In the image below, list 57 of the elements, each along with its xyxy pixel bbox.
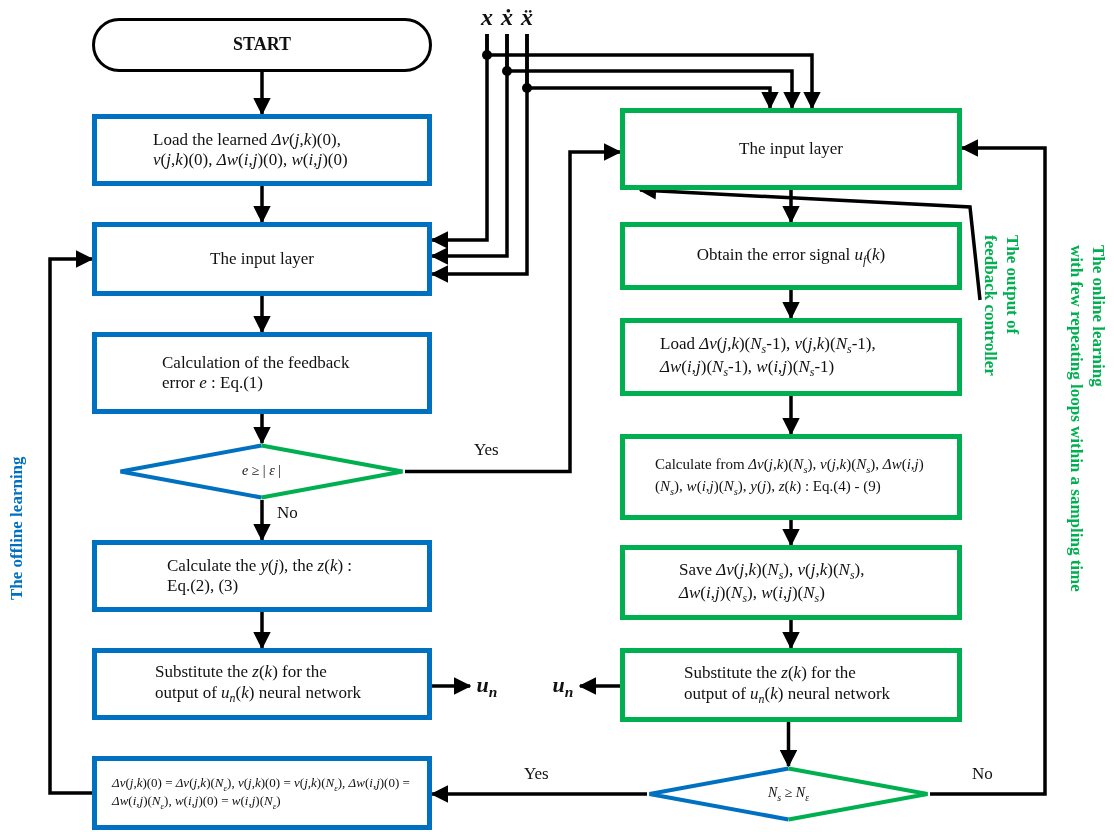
node-text: Calculation of the feedback error e : Eq.(1)	[162, 352, 351, 394]
terminal-box	[92, 18, 432, 72]
arrow	[779, 722, 798, 768]
process-box	[620, 545, 962, 620]
arrow	[405, 143, 622, 474]
arrow	[253, 296, 271, 334]
arrow	[253, 414, 271, 445]
decision-diamond	[118, 443, 405, 500]
node-text: N$_{s}$ ≥ N$_{ε}$	[767, 784, 810, 804]
process-box	[92, 332, 432, 414]
signal-label: u$_{n}$	[546, 668, 580, 704]
process-box	[620, 318, 962, 396]
node-text: START	[232, 34, 292, 56]
node-text: Load Δv(j,k)(N$_{s}$-1), v(j,k)(N$_{s}$-1), Δw(i,j)(N$_{s}$-1), w(i,j)(N$_{s}$-1)	[660, 334, 877, 380]
node-text: Substitute the z(k) for the output of u$_{n}$(k) neural network	[155, 662, 363, 706]
process-box	[92, 648, 432, 720]
arrow	[253, 186, 271, 224]
node-text: e ≥ | ε |	[241, 463, 282, 480]
process-box	[92, 756, 432, 830]
arrow	[782, 190, 800, 224]
node-text: Obtain the error signal u$_{f}$(k)	[696, 244, 886, 268]
arrow	[253, 500, 271, 542]
arrow	[430, 785, 647, 803]
section-label: with few repeating loops within a sampling time	[1066, 245, 1088, 594]
arrow	[782, 520, 800, 547]
node-text: The input layer	[739, 138, 843, 160]
node-text: Δv(j,k)(0) = Δv(j,k)(N$_{ε}$), v(j,k)(0) = v(j,k)(N$_{ε}$), Δw(i,j)(0) = Δw(i,j)(N$_{ε}$), w(i,j)(0) = w(i,j)(N$_{ε}$)	[112, 774, 411, 812]
arrow	[930, 139, 1047, 796]
arrow	[782, 620, 800, 650]
arrow	[432, 677, 472, 695]
signal-label: ẋ	[497, 0, 517, 34]
process-box	[92, 114, 432, 186]
arrow	[782, 396, 800, 436]
decision-diamond	[647, 766, 930, 822]
process-box	[620, 648, 962, 722]
arrow	[782, 290, 800, 320]
node-text: Calculate the y(j), the z(k) : Eq.(2), (3)	[167, 555, 354, 597]
signal-label: ẍ	[516, 0, 538, 34]
annotation-label: The output of feedback controller	[980, 235, 1023, 393]
process-box	[92, 222, 432, 296]
process-box	[620, 434, 962, 520]
node-text: Save Δv(j,k)(N$_{s}$), v(j,k)(N$_{s}$), Δw(i,j)(N$_{s}$), w(i,j)(N$_{s}$)	[679, 559, 866, 606]
node-text: The input layer	[210, 248, 314, 270]
arrow	[48, 250, 94, 795]
process-box	[620, 108, 962, 190]
arrow	[253, 612, 271, 650]
arrow	[253, 72, 271, 116]
section-label: The online learning	[1088, 245, 1110, 389]
node-text: Calculate from Δv(j,k)(N$_{s}$), v(j,k)(N$_{s}$), Δw(i,j)(N$_{s}$), w(i,j)(N$_{s}$), y(j), z(k) : Eq.(4) - (9)	[655, 455, 925, 499]
arrow	[578, 677, 620, 695]
process-box	[620, 222, 962, 290]
node-text: Substitute the z(k) for the output of u$_{n}$(k) neural network	[684, 663, 892, 707]
signal-label: x	[476, 0, 498, 34]
section-label: The offline learning	[6, 455, 27, 602]
process-box	[92, 540, 432, 612]
node-text: Load the learned Δv(j,k)(0), v(j,k)(0), Δw(i,j)(0), w(i,j)(0)	[153, 129, 349, 171]
signal-label: u$_{n}$	[470, 668, 504, 704]
